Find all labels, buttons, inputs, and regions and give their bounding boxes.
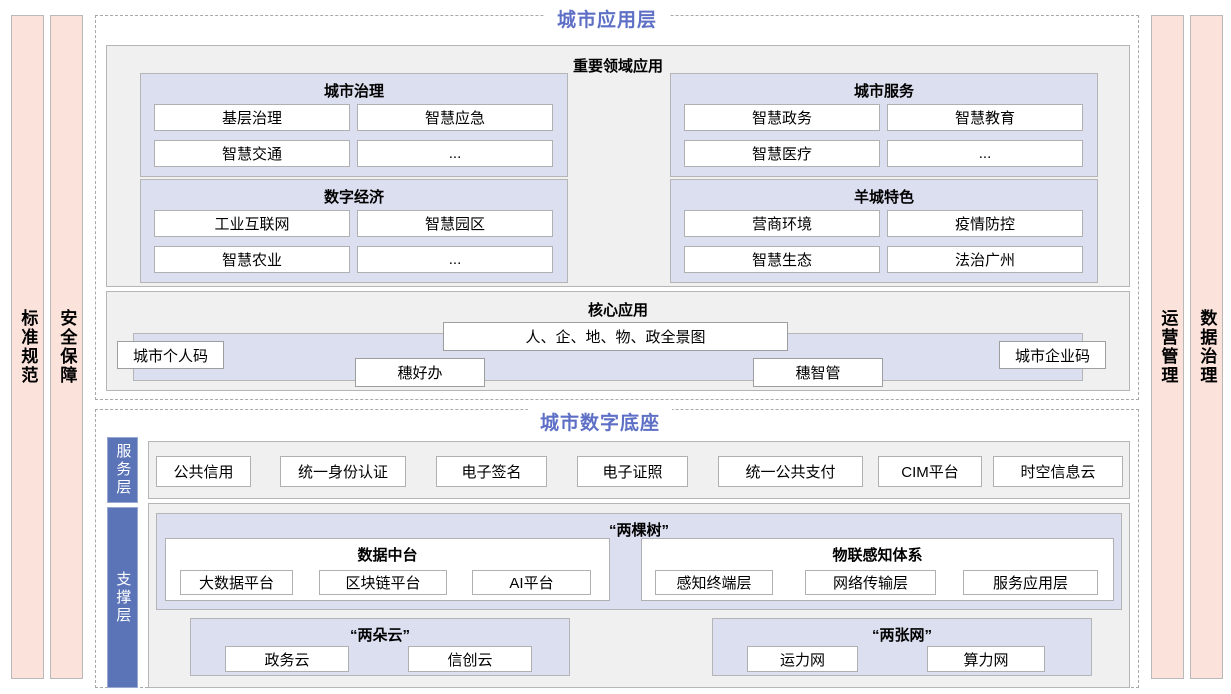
- chip-smart-education[interactable]: 智慧教育: [887, 104, 1083, 131]
- chip-grassroots-governance[interactable]: 基层治理: [154, 104, 350, 131]
- chip-government-cloud[interactable]: 政务云: [225, 646, 349, 672]
- core-suihaoban-chip[interactable]: 穗好办: [355, 358, 485, 387]
- chip-epidemic-control[interactable]: 疫情防控: [887, 210, 1083, 237]
- chip-rule-of-law-guangzhou[interactable]: 法治广州: [887, 246, 1083, 273]
- two-clouds-title: “两朵云”: [349, 627, 410, 644]
- support-layer-tab-label: 支撑层: [114, 570, 132, 625]
- group-yangcheng-features-title: 羊城特色: [853, 189, 914, 206]
- chip-network-transmission-layer[interactable]: 网络传输层: [805, 570, 936, 595]
- core-application-bar: [133, 333, 1083, 381]
- chip-smart-ecology[interactable]: 智慧生态: [684, 246, 880, 273]
- service-layer-tab: 服务层: [107, 437, 138, 503]
- chip-computing-network[interactable]: 算力网: [927, 646, 1045, 672]
- chip-cim-platform[interactable]: CIM平台: [878, 456, 982, 487]
- chip-spatiotemporal-info-cloud[interactable]: 时空信息云: [993, 456, 1123, 487]
- chip-unified-identity-auth[interactable]: 统一身份认证: [280, 456, 406, 487]
- core-enterprise-code-chip[interactable]: 城市企业码: [999, 341, 1106, 369]
- city-application-layer-title: 城市应用层: [545, 5, 670, 32]
- chip-blockchain-platform[interactable]: 区块链平台: [319, 570, 447, 595]
- pillar-security: 安全保障: [50, 15, 83, 679]
- two-networks-title: “两张网”: [871, 627, 932, 644]
- pillar-security-label: 安全保障: [57, 309, 77, 385]
- pillar-operations-label: 运营管理: [1158, 309, 1178, 385]
- pillar-standards: 标准规范: [11, 15, 44, 679]
- chip-smart-park[interactable]: 智慧园区: [357, 210, 553, 237]
- chip-smart-emergency[interactable]: 智慧应急: [357, 104, 553, 131]
- support-layer-tab: 支撑层: [107, 507, 138, 688]
- chip-public-credit[interactable]: 公共信用: [156, 456, 251, 487]
- chip-transport-network[interactable]: 运力网: [747, 646, 858, 672]
- iot-perception-system-title: 物联感知体系: [832, 547, 923, 564]
- key-domain-applications-title: 重要领域应用: [572, 58, 663, 75]
- core-suizhiguan-chip[interactable]: 穗智管: [753, 358, 883, 387]
- pillar-standards-label: 标准规范: [18, 309, 38, 385]
- service-layer-tab-label: 服务层: [114, 443, 132, 497]
- chip-industrial-internet[interactable]: 工业互联网: [154, 210, 350, 237]
- core-application-title: 核心应用: [587, 302, 648, 319]
- chip-city-services-more[interactable]: ...: [887, 140, 1083, 167]
- city-digital-foundation-title: 城市数字底座: [528, 408, 673, 435]
- chip-smart-healthcare[interactable]: 智慧医疗: [684, 140, 880, 167]
- chip-electronic-certificate[interactable]: 电子证照: [577, 456, 688, 487]
- chip-business-environment[interactable]: 营商环境: [684, 210, 880, 237]
- chip-perception-terminal-layer[interactable]: 感知终端层: [655, 570, 773, 595]
- group-digital-economy-title: 数字经济: [323, 189, 384, 206]
- chip-big-data-platform[interactable]: 大数据平台: [180, 570, 293, 595]
- chip-electronic-signature[interactable]: 电子签名: [436, 456, 547, 487]
- core-personal-code-chip[interactable]: 城市个人码: [117, 341, 224, 369]
- chip-unified-public-payment[interactable]: 统一公共支付: [718, 456, 863, 487]
- chip-smart-government[interactable]: 智慧政务: [684, 104, 880, 131]
- chip-xinchuang-cloud[interactable]: 信创云: [408, 646, 532, 672]
- chip-smart-agriculture[interactable]: 智慧农业: [154, 246, 350, 273]
- chip-smart-transport[interactable]: 智慧交通: [154, 140, 350, 167]
- pillar-data-governance-label: 数据治理: [1197, 309, 1217, 385]
- pillar-data-governance: 数据治理: [1190, 15, 1223, 679]
- group-city-governance-title: 城市治理: [323, 83, 384, 100]
- pillar-operations: 运营管理: [1151, 15, 1184, 679]
- group-city-services-title: 城市服务: [853, 83, 914, 100]
- chip-service-application-layer[interactable]: 服务应用层: [963, 570, 1098, 595]
- chip-digital-economy-more[interactable]: ...: [357, 246, 553, 273]
- chip-city-governance-more[interactable]: ...: [357, 140, 553, 167]
- two-trees-title: “两棵树”: [608, 522, 669, 539]
- data-middle-platform-title: 数据中台: [357, 547, 418, 564]
- core-panorama-chip[interactable]: 人、企、地、物、政全景图: [443, 322, 788, 351]
- chip-ai-platform[interactable]: AI平台: [472, 570, 591, 595]
